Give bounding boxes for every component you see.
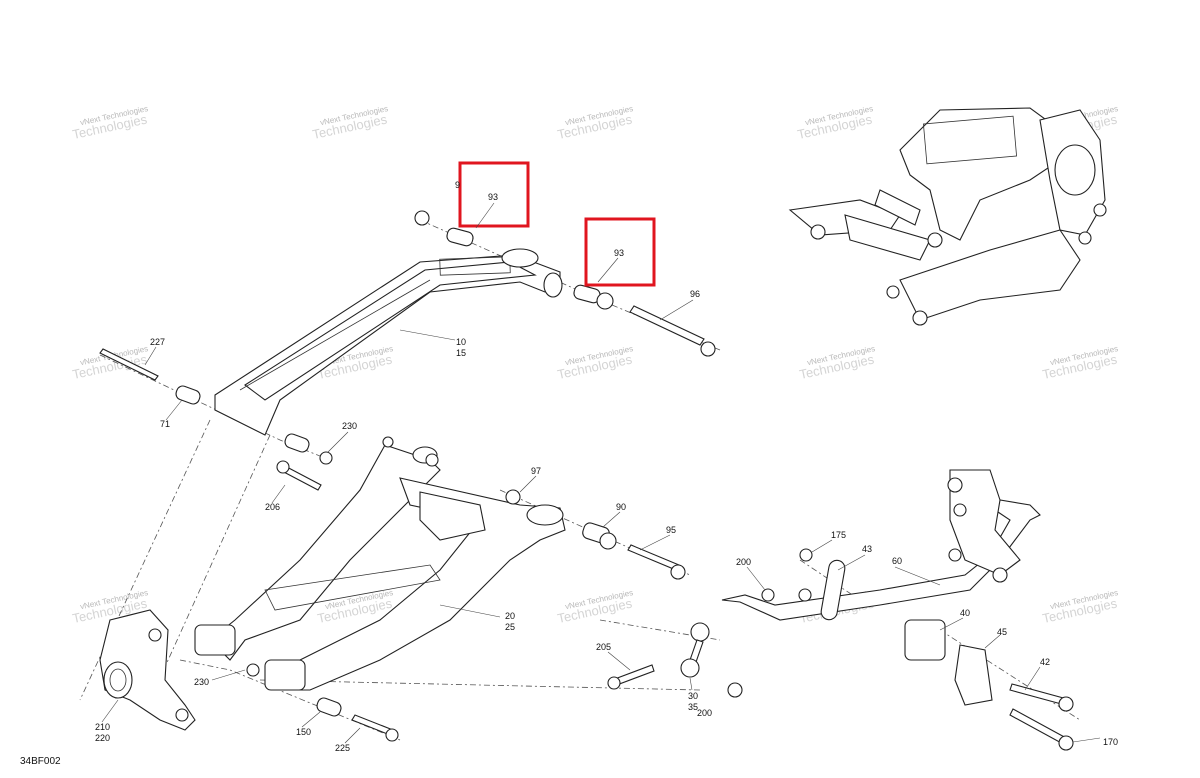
diagram-reference-code: 34BF002: [20, 756, 61, 767]
upper-a-arm: [214, 248, 563, 436]
callout-210: 210: [95, 722, 110, 732]
leader-lines: [101, 202, 1101, 744]
callout-206: 206: [265, 502, 280, 512]
callout-90: 90: [616, 502, 626, 512]
callout-230: 230: [194, 677, 209, 687]
callout-labels: 9 93 93 96 10 15 227 71 230 97 206 90 95…: [95, 180, 1118, 753]
callout-97: 97: [531, 466, 541, 476]
callout-30: 30: [688, 691, 698, 701]
sway-bar: [721, 469, 1041, 706]
callout-200: 200: [697, 708, 712, 718]
callout-96: 96: [690, 289, 700, 299]
callout-227: 227: [150, 337, 165, 347]
callout-225: 225: [335, 743, 350, 753]
callout-150: 150: [296, 727, 311, 737]
callout-205: 205: [596, 642, 611, 652]
callout-10: 10: [456, 337, 466, 347]
callout-93: 93: [614, 248, 624, 258]
callout-35: 35: [688, 702, 698, 712]
callout-20: 20: [505, 611, 515, 621]
callout-42: 42: [1040, 657, 1050, 667]
callout-230: 230: [342, 421, 357, 431]
callout-200: 200: [736, 557, 751, 567]
callout-15: 15: [456, 348, 466, 358]
lower-a-arm: [194, 436, 566, 691]
callout-71: 71: [160, 419, 170, 429]
assembled-view: [788, 107, 1107, 326]
callout-175: 175: [831, 530, 846, 540]
callout-95: 95: [666, 525, 676, 535]
callout-40: 40: [960, 608, 970, 618]
callout-45: 45: [997, 627, 1007, 637]
callout-25: 25: [505, 622, 515, 632]
callout-220: 220: [95, 733, 110, 743]
sway-bar-link: [607, 622, 1074, 751]
callout-93: 93: [488, 192, 498, 202]
callout-170: 170: [1103, 737, 1118, 747]
upper-arm-hardware: [99, 210, 716, 465]
callout-43: 43: [862, 544, 872, 554]
callout-60: 60: [892, 556, 902, 566]
steering-knuckle: [99, 609, 196, 731]
highlight-box: [458, 161, 530, 228]
highlight-box: [584, 217, 656, 287]
callout-9: 9: [455, 180, 460, 190]
lower-arm-hardware: [246, 460, 686, 742]
